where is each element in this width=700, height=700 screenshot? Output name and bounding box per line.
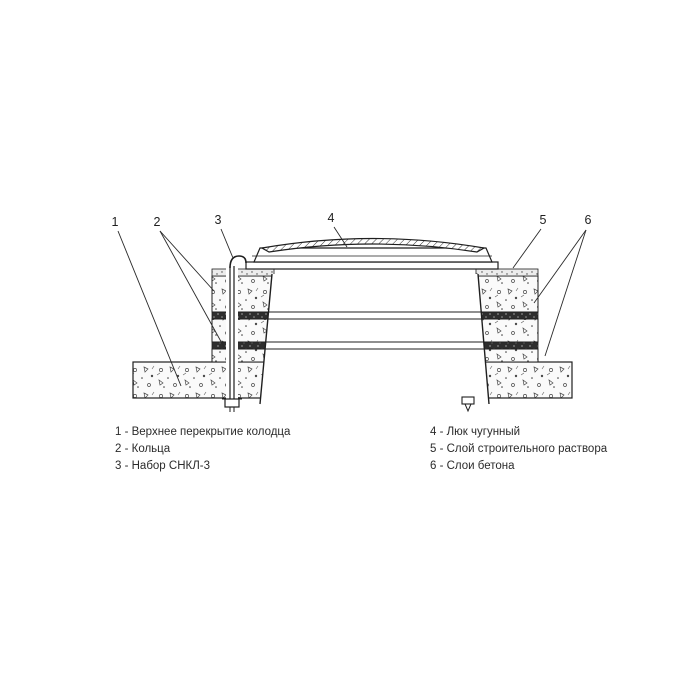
ring-course xyxy=(211,275,275,313)
callout-2: 2 xyxy=(154,215,161,229)
manhole-cover xyxy=(245,237,499,270)
ring-course xyxy=(475,318,539,343)
callout-1: 1 xyxy=(112,215,119,229)
legend-item-3: 3 - Набор СНКЛ-3 xyxy=(115,460,210,472)
callout-5: 5 xyxy=(540,213,547,227)
leader-line-6b xyxy=(544,229,587,357)
leader-line-5 xyxy=(512,228,542,269)
mortar-layer-left xyxy=(211,268,275,277)
legend-item-2: 2 - Кольца xyxy=(115,443,171,455)
cover-lid-dome xyxy=(260,237,486,253)
legend-right-column: 4 - Люк чугунный 5 - Слой строительного … xyxy=(430,424,607,475)
anchor-rod-set xyxy=(222,255,247,412)
cover-frame-flange xyxy=(245,261,499,270)
legend-item-5: 5 - Слой строительного раствора xyxy=(430,443,608,455)
mortar-layer-right xyxy=(475,268,539,277)
ring-course xyxy=(211,318,275,343)
leader-lines xyxy=(117,226,587,387)
well-top-slab xyxy=(132,361,573,399)
callout-4: 4 xyxy=(328,211,335,225)
shaft-wall-left xyxy=(259,273,273,405)
slab-right xyxy=(473,361,573,399)
mortar-layer xyxy=(211,268,539,277)
leader-line-1 xyxy=(117,230,182,387)
cover-frame-body xyxy=(253,247,493,263)
leader-line-6a xyxy=(533,229,587,304)
concrete-layer xyxy=(475,341,539,350)
legend-item-4: 4 - Люк чугунный xyxy=(430,426,521,438)
leader-line-2a xyxy=(159,230,215,292)
rod-top-hook xyxy=(229,255,247,269)
well-shaft xyxy=(259,273,490,405)
legend-left-column: 1 - Верхнее перекрытие колодца 2 - Кольц… xyxy=(115,424,290,475)
rod-nut xyxy=(224,398,240,408)
rod-channel xyxy=(226,262,238,400)
callout-3: 3 xyxy=(215,213,222,227)
slab-left xyxy=(132,361,271,399)
concrete-layer xyxy=(475,311,539,320)
leader-line-2b xyxy=(159,230,225,348)
callout-6: 6 xyxy=(585,213,592,227)
right-bottom-bolt xyxy=(461,396,475,413)
legend-item-6: 6 - Слои бетона xyxy=(430,460,515,472)
ring-stack-right xyxy=(475,275,539,363)
bolt-head xyxy=(461,396,475,405)
leader-line-4 xyxy=(333,226,348,248)
leader-line-3 xyxy=(220,228,234,259)
legend-item-1: 1 - Верхнее перекрытие колодца xyxy=(115,426,291,438)
concrete-layer xyxy=(211,311,275,320)
callout-numbers: 1 2 3 4 5 6 xyxy=(112,211,592,229)
shaft-interior xyxy=(260,274,489,404)
ring-course xyxy=(475,275,539,313)
shaft-wall-right xyxy=(477,273,490,405)
bolt-tip xyxy=(464,403,472,413)
